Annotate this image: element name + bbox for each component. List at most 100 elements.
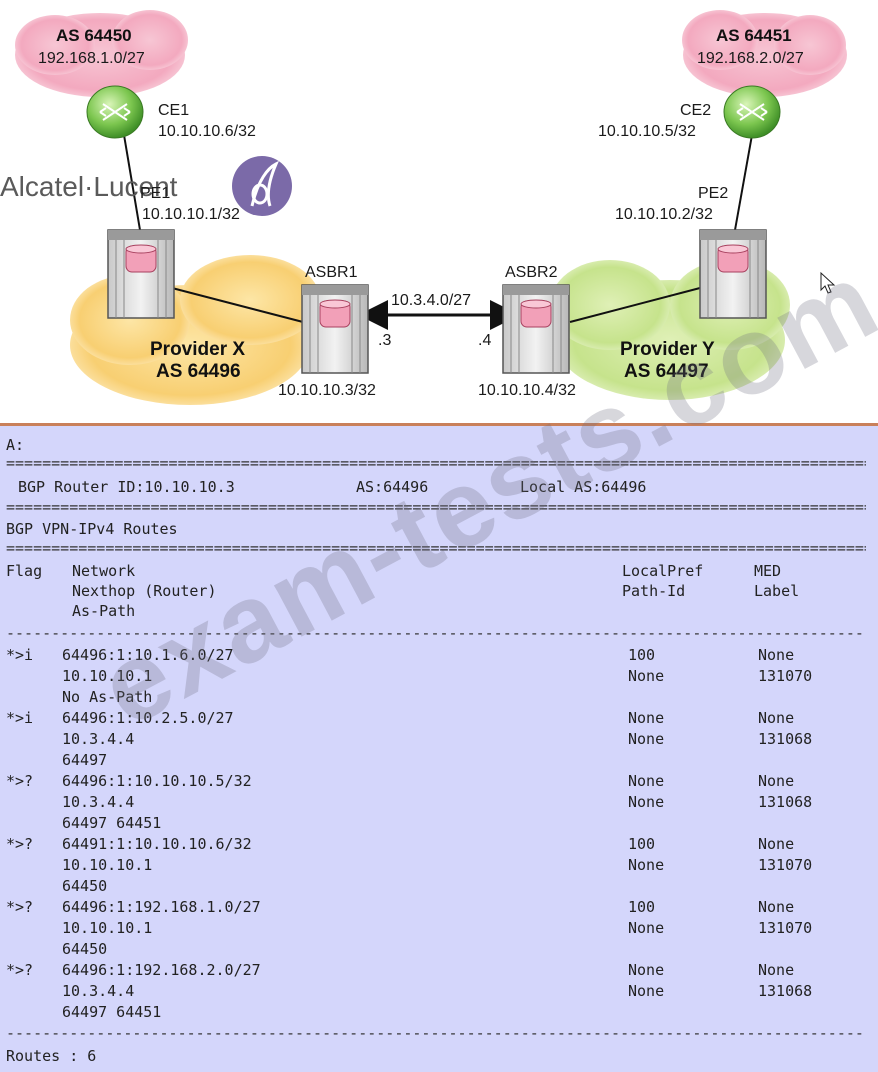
col-label: Label (754, 582, 800, 600)
route-med: None (758, 898, 795, 916)
route-pathid: None (628, 730, 665, 748)
separator-dashed: ----------------------------------------… (6, 626, 866, 640)
provider-x-as: AS 64496 (156, 361, 241, 382)
asbr2-interface: .4 (478, 332, 491, 349)
route-pathid: None (628, 919, 665, 937)
asbr1-ip: 10.10.10.3/32 (278, 382, 376, 399)
separator-dashed: ----------------------------------------… (6, 1026, 866, 1040)
route-flag: *>? (6, 835, 34, 853)
route-label: 131068 (758, 793, 813, 811)
route-aspath: No As-Path (62, 688, 153, 706)
pe1-label: PE1 (140, 185, 170, 202)
ce2-label: CE2 (680, 102, 711, 119)
route-med: None (758, 835, 795, 853)
pe1-ip: 10.10.10.1/32 (142, 206, 240, 223)
route-flag: *>i (6, 709, 34, 727)
ce2-ip: 10.10.10.5/32 (598, 123, 696, 140)
pe2-ip: 10.10.10.2/32 (615, 206, 713, 223)
route-nexthop: 10.3.4.4 (62, 793, 135, 811)
route-nexthop: 10.10.10.1 (62, 667, 153, 685)
route-label: 131070 (758, 856, 813, 874)
ce1-ip: 10.10.10.6/32 (158, 123, 256, 140)
alcatel-lucent-logo-text: Alcatel·Lucent (0, 171, 178, 202)
network-diagram: Alcatel·Lucent AS 64450 192.168.1.0/27 A… (0, 0, 878, 423)
route-network: 64496:1:10.1.6.0/27 (62, 646, 234, 664)
col-aspath: As-Path (72, 602, 136, 620)
col-localpref: LocalPref (622, 562, 704, 580)
col-med: MED (754, 562, 782, 580)
provider-x-name: Provider X (150, 339, 245, 360)
section-divider (0, 423, 878, 426)
separator-double: ========================================… (6, 500, 866, 514)
route-flag: *>? (6, 898, 34, 916)
route-nexthop: 10.3.4.4 (62, 982, 135, 1000)
route-localpref: None (628, 709, 665, 727)
route-med: None (758, 709, 795, 727)
topology-svg: Alcatel·Lucent AS 64450 192.168.1.0/27 A… (0, 10, 847, 405)
as-left-prefix: 192.168.1.0/27 (38, 50, 145, 67)
route-pathid: None (628, 793, 665, 811)
route-network: 64491:1:10.10.10.6/32 (62, 835, 252, 853)
col-nexthop: Nexthop (Router) (72, 582, 217, 600)
pe2-router-icon (699, 229, 767, 319)
route-pathid: None (628, 982, 665, 1000)
route-flag: *>? (6, 772, 34, 790)
routes-count: Routes : 6 (6, 1047, 97, 1065)
ce1-router-icon (86, 85, 144, 139)
ce2-router-icon (723, 85, 781, 139)
route-med: None (758, 772, 795, 790)
route-localpref: 100 (628, 646, 656, 664)
route-localpref: None (628, 772, 665, 790)
pe2-label: PE2 (698, 185, 728, 202)
route-label: 131068 (758, 982, 813, 1000)
route-flag: *>i (6, 646, 34, 664)
route-localpref: None (628, 961, 665, 979)
route-nexthop: 10.10.10.1 (62, 856, 153, 874)
provider-y-as: AS 64497 (624, 361, 709, 382)
separator-double: ========================================… (6, 456, 866, 470)
route-med: None (758, 646, 795, 664)
route-localpref: 100 (628, 898, 656, 916)
cli-prompt: A: (6, 436, 25, 454)
as-right-name: AS 64451 (716, 26, 792, 45)
route-network: 64496:1:192.168.1.0/27 (62, 898, 261, 916)
route-med: None (758, 961, 795, 979)
col-flag: Flag (6, 562, 43, 580)
ce1-label: CE1 (158, 102, 189, 119)
route-aspath: 64450 (62, 877, 108, 895)
section-title: BGP VPN-IPv4 Routes (6, 520, 178, 538)
bgp-local-as: Local AS:64496 (520, 478, 647, 496)
inter-link-subnet: 10.3.4.0/27 (391, 292, 471, 309)
alcatel-lucent-logo-icon (232, 156, 292, 216)
asbr2-ip: 10.10.10.4/32 (478, 382, 576, 399)
col-pathid: Path-Id (622, 582, 686, 600)
col-network: Network (72, 562, 136, 580)
provider-y-name: Provider Y (620, 339, 715, 360)
route-label: 131070 (758, 919, 813, 937)
route-label: 131068 (758, 730, 813, 748)
as-left-name: AS 64450 (56, 26, 132, 45)
as-right-prefix: 192.168.2.0/27 (697, 50, 804, 67)
route-aspath: 64497 (62, 751, 108, 769)
route-pathid: None (628, 856, 665, 874)
mouse-cursor-icon (820, 271, 836, 294)
route-network: 64496:1:192.168.2.0/27 (62, 961, 261, 979)
route-aspath: 64450 (62, 940, 108, 958)
route-aspath: 64497 64451 (62, 1003, 162, 1021)
asbr2-router-icon (502, 284, 570, 374)
bgp-router-id: BGP Router ID:10.10.10.3 (18, 478, 235, 496)
asbr1-router-icon (301, 284, 369, 374)
separator-double: ========================================… (6, 541, 866, 555)
route-localpref: 100 (628, 835, 656, 853)
pe1-router-icon (107, 229, 175, 319)
cloud-as-64451 (682, 10, 847, 97)
route-aspath: 64497 64451 (62, 814, 162, 832)
route-flag: *>? (6, 961, 34, 979)
cloud-as-64450 (15, 10, 188, 97)
route-nexthop: 10.3.4.4 (62, 730, 135, 748)
route-label: 131070 (758, 667, 813, 685)
cli-output-panel: A: =====================================… (0, 426, 878, 1072)
asbr1-label: ASBR1 (305, 264, 358, 281)
bgp-as: AS:64496 (356, 478, 429, 496)
route-pathid: None (628, 667, 665, 685)
